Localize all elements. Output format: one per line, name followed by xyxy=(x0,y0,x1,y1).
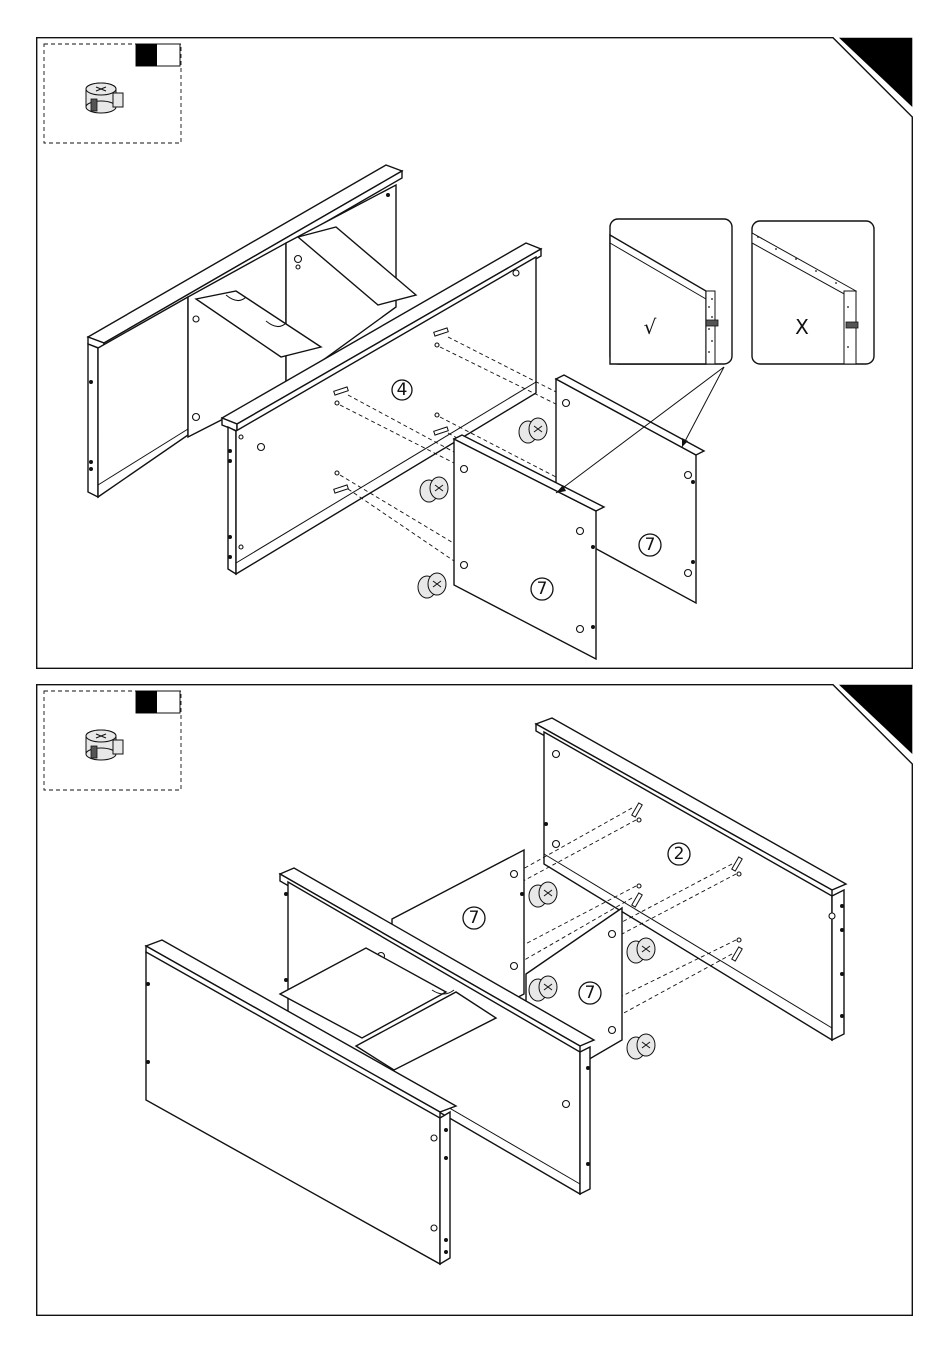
cam-lock-fitting-icon xyxy=(86,730,123,760)
hardware-box xyxy=(44,44,181,143)
step-2-frame: 2 7 7 xyxy=(36,684,913,1316)
detail-wrong: X xyxy=(752,221,874,364)
correct-mark: √ xyxy=(644,315,657,339)
part-label-4: 4 xyxy=(397,380,408,400)
corner-tab-icon xyxy=(839,685,912,754)
part-label-7r: 7 xyxy=(585,983,596,1003)
hardware-box xyxy=(44,691,181,790)
part-label-2: 2 xyxy=(674,844,685,864)
detail-correct: √ xyxy=(610,219,732,364)
corner-tab-icon xyxy=(839,38,912,107)
step-1-diagram: 4 7 xyxy=(36,37,913,669)
left-side-panel xyxy=(88,297,188,497)
step-2-diagram: 2 7 7 xyxy=(36,684,913,1316)
wrong-mark: X xyxy=(795,315,809,339)
part-label-7b: 7 xyxy=(645,535,656,555)
part-label-7a: 7 xyxy=(537,579,548,599)
step-1-frame: 4 7 xyxy=(36,37,913,669)
cam-lock-fitting-icon xyxy=(86,83,123,113)
part-label-7l: 7 xyxy=(469,908,480,928)
